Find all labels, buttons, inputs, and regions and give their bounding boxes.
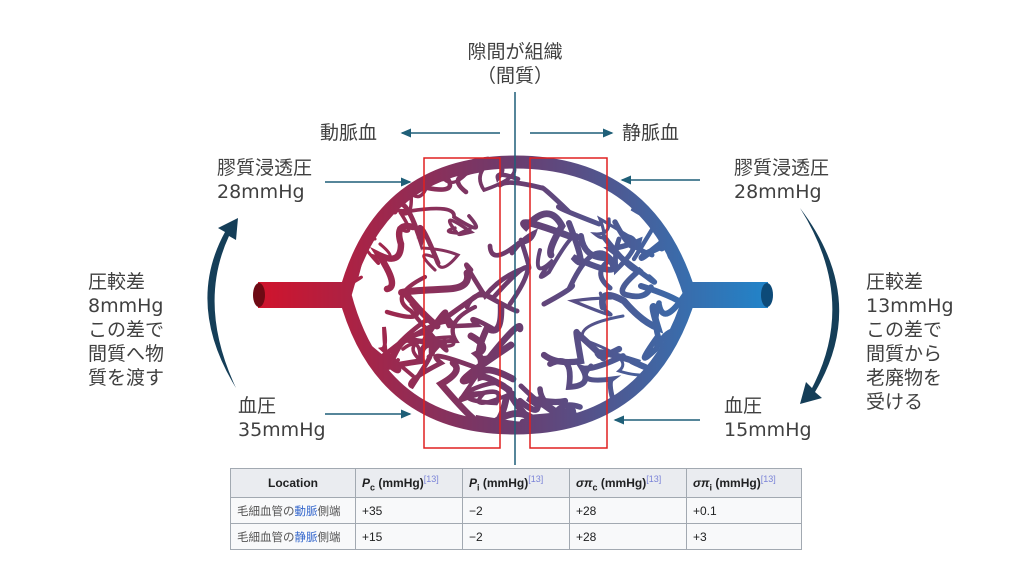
venous-label: 静脈血 — [622, 122, 680, 144]
capillary-vessel — [345, 210, 372, 246]
capillary-bed — [253, 155, 773, 435]
table-row: 毛細血管の動脈側端 +35 −2 +28 +0.1 — [230, 497, 802, 524]
capillary-vessel — [540, 328, 607, 366]
capillary-vessel — [405, 167, 483, 195]
capillary-vessel — [599, 291, 664, 334]
value-cell: +28 — [569, 523, 687, 550]
capillary-vessel — [392, 201, 441, 266]
right-curved-arrow — [800, 208, 840, 404]
header-sigma-pi-c: σπc (mmHg)[13] — [569, 468, 687, 498]
capillary-vessel — [458, 369, 515, 405]
location-cell: 毛細血管の静脈側端 — [230, 523, 356, 550]
capillary-vessel — [478, 155, 525, 193]
capillary-vessel — [537, 386, 583, 428]
header-sigma-pi-i: σπi (mmHg)[13] — [686, 468, 802, 498]
capillary-vessel — [442, 312, 495, 331]
header-pc: Pc (mmHg)[13] — [355, 468, 463, 498]
citation-link[interactable]: [13] — [646, 473, 662, 484]
citation-link[interactable]: [13] — [423, 473, 439, 484]
arterial-highlight-box — [423, 157, 501, 449]
capillary-vessel — [398, 269, 471, 330]
title-line2: （間質） — [476, 65, 554, 87]
artery-link[interactable]: 動脈 — [294, 505, 318, 518]
citation-link[interactable]: [13] — [528, 473, 544, 484]
capillary-vessel — [520, 210, 573, 259]
value-cell: −2 — [462, 523, 570, 550]
capillary-vessel — [345, 166, 382, 226]
capillary-vessel — [345, 155, 381, 187]
value-cell: −2 — [462, 497, 570, 524]
header-location: Location — [230, 468, 356, 498]
citation-link[interactable]: [13] — [760, 473, 776, 484]
capillary-vessel — [435, 359, 532, 429]
capillary-vessel — [487, 228, 539, 258]
left-curved-arrow — [207, 218, 238, 388]
table-header-row: Location Pc (mmHg)[13] Pi (mmHg)[13] σπc… — [230, 468, 802, 498]
arterial-label: 動脈血 — [320, 122, 378, 144]
title-line1: 隙間が組織 — [467, 41, 563, 63]
vein-link[interactable]: 静脈 — [294, 531, 318, 544]
value-cell: +28 — [569, 497, 687, 524]
header-pi: Pi (mmHg)[13] — [462, 468, 570, 498]
capillary-vessel — [377, 326, 415, 378]
value-cell: +35 — [355, 497, 463, 524]
capillary-vessel — [464, 237, 532, 301]
capillary-vessel — [673, 350, 690, 390]
capillary-vessel — [408, 353, 480, 390]
capillary-vessel — [535, 233, 580, 279]
capillary-vessel — [459, 332, 515, 385]
value-cell: +15 — [355, 523, 463, 550]
capillary-vessel — [446, 218, 476, 237]
venous-highlight-box — [529, 157, 608, 449]
table-row: 毛細血管の静脈側端 +15 −2 +28 +3 — [230, 523, 802, 550]
capillary-vessel — [603, 219, 658, 285]
value-cell: +0.1 — [686, 497, 802, 524]
starling-forces-table: Location Pc (mmHg)[13] Pi (mmHg)[13] σπc… — [230, 468, 802, 550]
location-cell: 毛細血管の動脈側端 — [230, 497, 356, 524]
capillary-vessel — [345, 252, 363, 303]
capillary-vessel — [420, 246, 461, 272]
capillary-vessel — [541, 250, 615, 307]
capillary-vessel — [655, 402, 690, 432]
capillary-vessel — [547, 353, 626, 391]
value-cell: +3 — [686, 523, 802, 550]
